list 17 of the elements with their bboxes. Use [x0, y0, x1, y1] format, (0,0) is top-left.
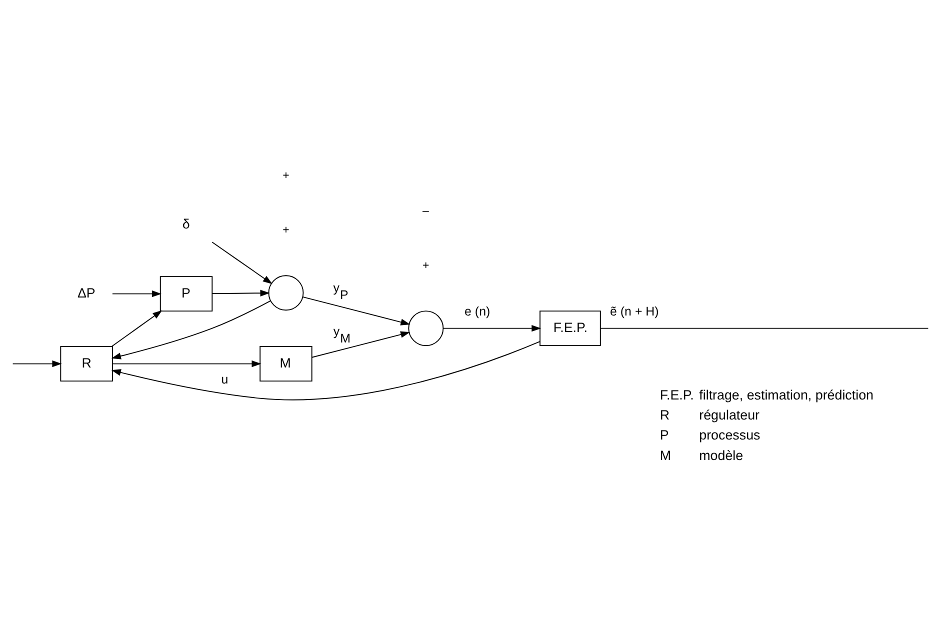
edge-label: e (n) [464, 304, 490, 318]
label: filtrage, estimation, prédiction [699, 387, 874, 402]
label: M [660, 448, 672, 463]
node-text: δ [182, 216, 190, 232]
node-text: ΔP [77, 285, 96, 300]
edge-label: ẽ (n + H) [610, 304, 659, 318]
label: + [282, 224, 290, 237]
label: + [422, 260, 430, 272]
label: + [282, 170, 290, 182]
edge-label: u [221, 372, 228, 386]
label: modèle [699, 448, 744, 463]
label: R [660, 408, 670, 423]
label: P [660, 428, 669, 443]
label: F.E.P. [660, 387, 694, 402]
label: régulateur [699, 408, 760, 423]
label: – [422, 205, 429, 218]
label: processus [699, 428, 760, 443]
